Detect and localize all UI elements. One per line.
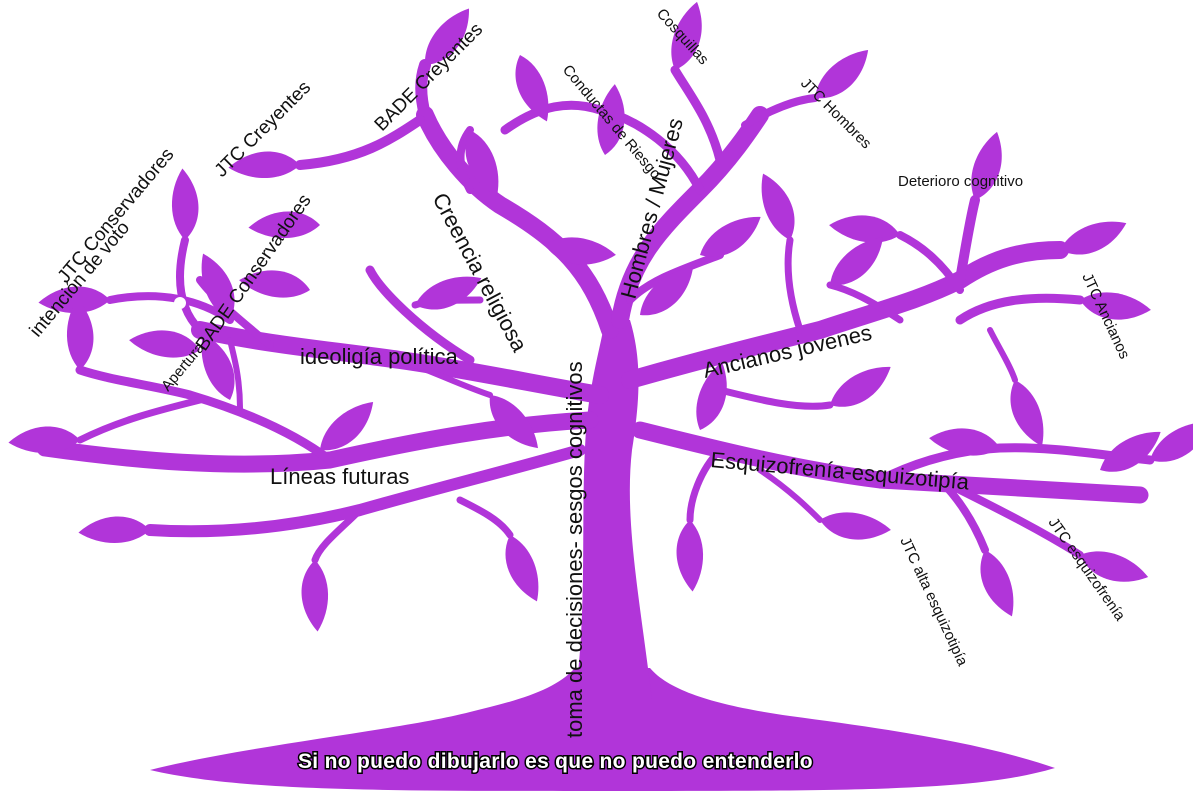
leaf [758, 170, 798, 244]
leaf-label-deterioro: Deterioro cognitivo [898, 173, 1023, 190]
branch-label-future: Líneas futuras [270, 464, 409, 489]
leaf [1007, 377, 1047, 451]
leaf [1057, 218, 1131, 258]
trunk-label: toma de decisiones- sesgos cognitivos [562, 361, 587, 738]
leaf [823, 362, 899, 413]
leaf [817, 501, 893, 552]
footer-caption: Si no puedo dibujarlo es que no puedo en… [298, 750, 813, 773]
leaf-label-jtc-alta-esquizotipia: JTC alta esquizotipía [896, 535, 971, 670]
branch-label-politics: ideoligía política [300, 344, 459, 369]
knot [174, 297, 186, 309]
leaf [502, 532, 542, 606]
leaf [165, 168, 205, 242]
leaf [820, 233, 895, 293]
leaf [693, 212, 769, 263]
leaf [78, 510, 152, 550]
leaf-label-jtc-conservadores: JTC Conservadores [54, 144, 179, 287]
branch-label-schizo: Esquizofrenía-esquizotipía [710, 447, 971, 495]
leaf [977, 547, 1017, 621]
leaf-label-conductas-riesgo: Conductas de Riesgo [559, 62, 664, 183]
leaf [958, 129, 1018, 204]
leaf [295, 559, 335, 633]
knot [942, 316, 954, 328]
leaf [670, 519, 710, 593]
